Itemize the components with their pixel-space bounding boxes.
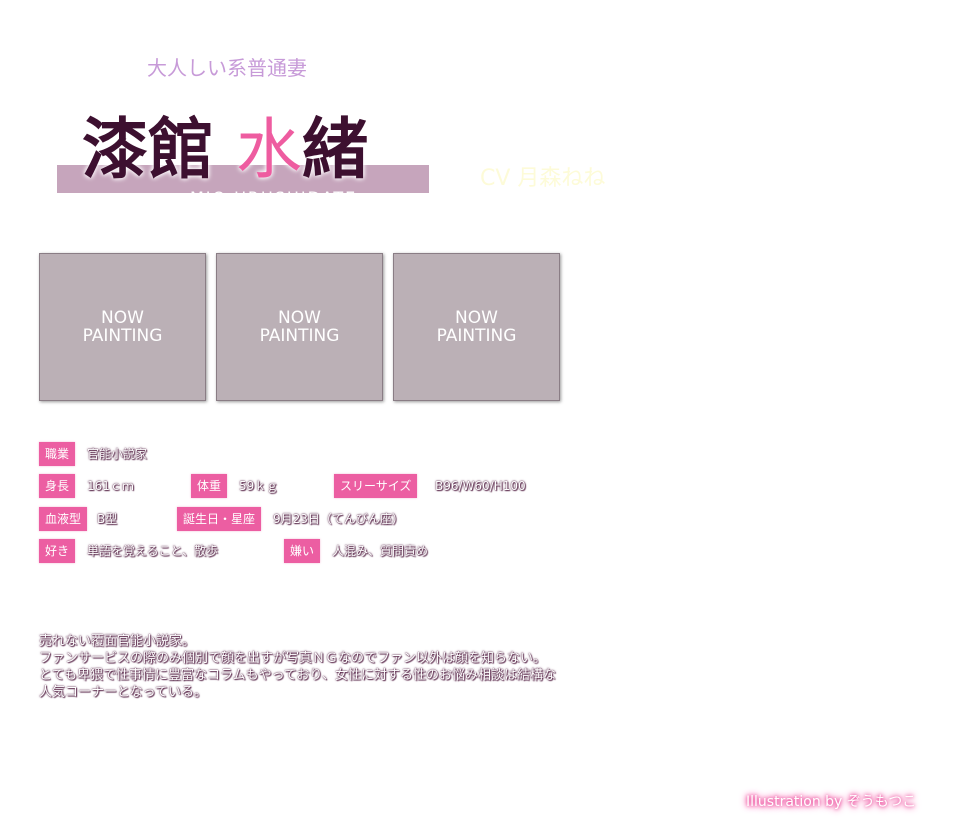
value-blood: B型: [97, 512, 118, 526]
label-sizes: スリーサイズ: [334, 474, 418, 498]
value-job: 官能小説家: [87, 447, 148, 461]
label-likes: 好き: [39, 539, 76, 563]
illustration-credit: Illustration by ぞうもつこ: [746, 794, 917, 810]
placeholder-label: NOW PAINTING: [259, 308, 340, 346]
name-family: 漆館: [82, 110, 214, 188]
label-blood: 血液型: [39, 507, 88, 531]
value-sizes: B96/W60/H100: [435, 479, 526, 493]
character-name: 漆館水緒: [82, 96, 368, 192]
voice-actor: CV 月森ねね: [480, 166, 606, 191]
name-romaji: MIO URUSHIDATE: [190, 188, 357, 196]
value-birthday: 9月23日（てんびん座）: [273, 512, 404, 526]
name-given-highlight: 水: [236, 111, 302, 188]
label-birthday: 誕生日・星座: [177, 507, 262, 531]
value-dislikes: 人混み、質問責め: [332, 544, 429, 558]
value-weight: 59ｋｇ: [239, 479, 279, 493]
placeholder-label: NOW PAINTING: [436, 308, 517, 346]
gallery-image-1[interactable]: NOW PAINTING: [39, 253, 206, 401]
label-dislikes: 嫌い: [284, 539, 321, 563]
gallery-image-2[interactable]: NOW PAINTING: [216, 253, 383, 401]
label-height: 身長: [39, 474, 76, 498]
label-weight: 体重: [191, 474, 228, 498]
label-job: 職業: [39, 442, 76, 466]
placeholder-label: NOW PAINTING: [82, 308, 163, 346]
name-underline-bar: [57, 165, 429, 193]
catchphrase: 大人しい系普通妻: [147, 56, 307, 80]
gallery-image-3[interactable]: NOW PAINTING: [393, 253, 560, 401]
character-description: 売れない覆面官能小説家。 ファンサービスの際のみ個別で顔を出すが写真ＮＧなのでフ…: [39, 634, 557, 700]
value-height: 161ｃｍ: [87, 479, 134, 493]
name-given-rest: 緒: [302, 110, 368, 188]
value-likes: 単語を覚えること、散歩: [87, 544, 219, 558]
